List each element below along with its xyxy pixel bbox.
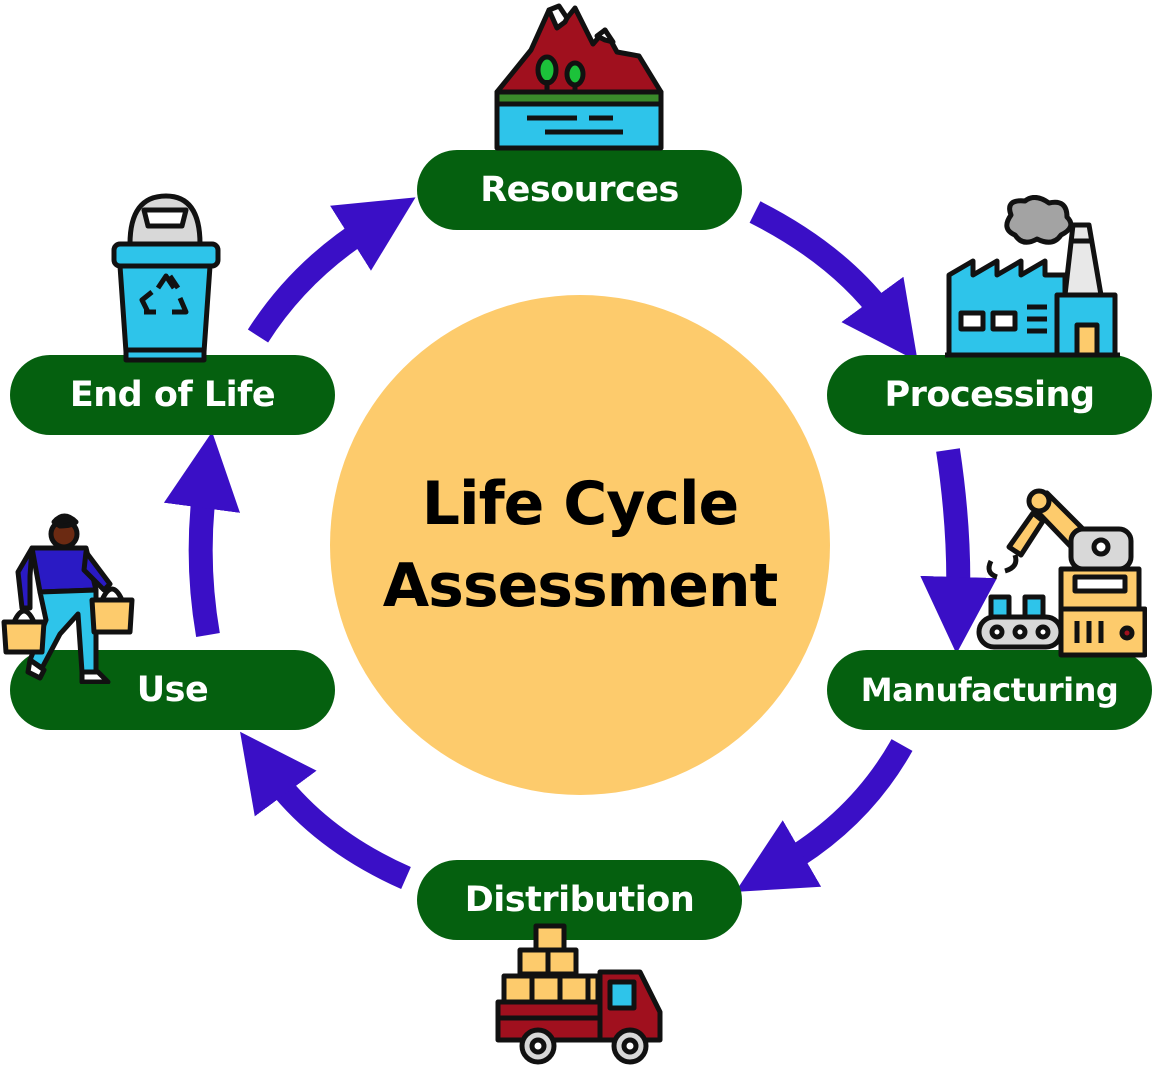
stage-label-manufacturing: Manufacturing <box>860 671 1119 709</box>
shopper-with-bags-icon <box>1 513 135 684</box>
stage-pill-manufacturing: Manufacturing <box>827 650 1152 730</box>
stage-label-resources: Resources <box>480 170 679 210</box>
stage-pill-use: Use <box>10 650 335 730</box>
stage-label-processing: Processing <box>884 375 1095 415</box>
center-title-line-1: Life Cycle <box>421 469 739 539</box>
arrow-distribution-to-use <box>240 731 411 889</box>
arrow-use-to-end-of-life <box>163 431 241 638</box>
stage-pill-resources: Resources <box>417 150 742 230</box>
arrow-processing-to-manufacturing <box>920 448 998 654</box>
arrow-resources-to-processing <box>749 201 918 362</box>
stage-pill-end-of-life: End of Life <box>10 355 335 435</box>
robot-arm-conveyor-icon <box>976 488 1147 658</box>
mountains-lake-icon <box>494 3 664 151</box>
center-title-line-2: Assessment <box>382 551 779 621</box>
delivery-truck-icon <box>495 923 663 1065</box>
stage-label-use: Use <box>136 670 209 710</box>
arrow-end-of-life-to-resources <box>247 197 416 343</box>
factory-icon <box>945 195 1120 358</box>
stage-label-distribution: Distribution <box>464 880 695 920</box>
stage-pill-distribution: Distribution <box>417 860 742 940</box>
stage-label-end-of-life: End of Life <box>69 375 276 415</box>
center-circle: Life Cycle Assessment <box>330 295 830 795</box>
arrow-manufacturing-to-distribution <box>735 739 913 892</box>
stage-pill-processing: Processing <box>827 355 1152 435</box>
recycling-bin-icon <box>111 193 221 363</box>
